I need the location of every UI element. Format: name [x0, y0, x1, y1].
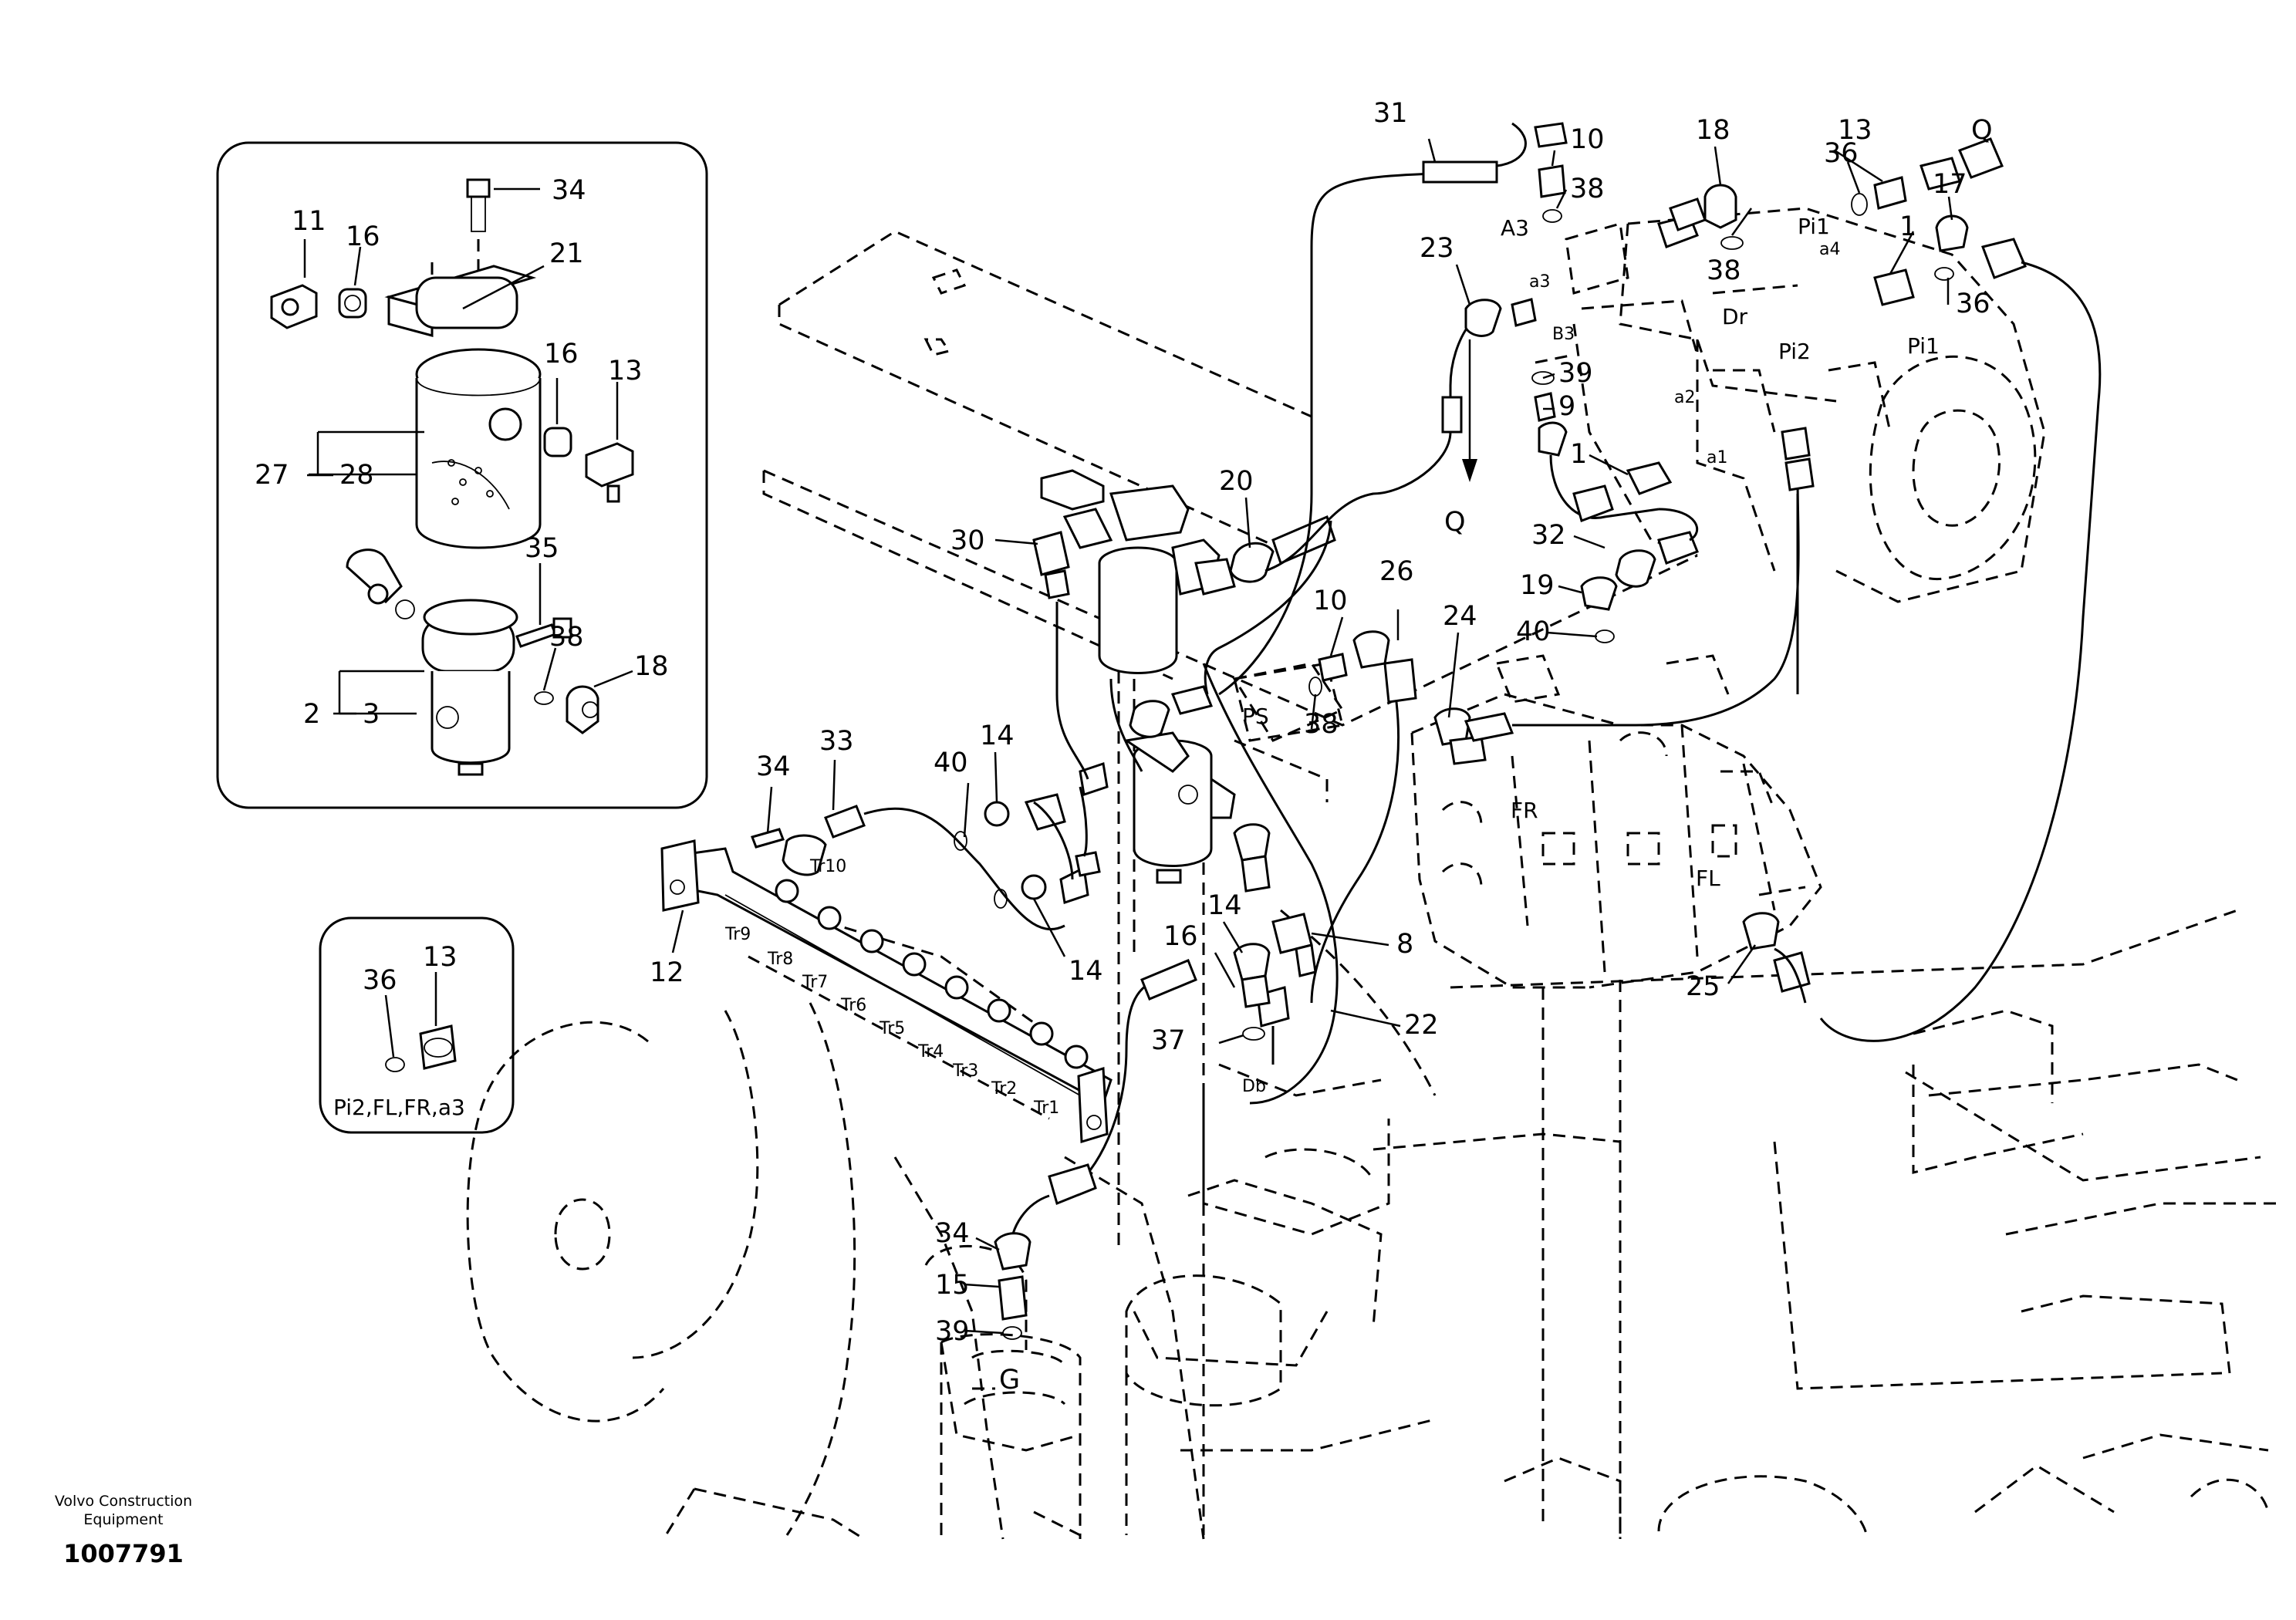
callout-25: 25 [1686, 971, 1720, 1002]
callout-10-mid: 10 [1313, 586, 1348, 616]
callout-8: 13 [608, 356, 643, 386]
drawing-number: 1007791 [63, 1539, 184, 1568]
callout-5: 12 [650, 957, 684, 988]
callout-38-top: 38 [1570, 174, 1605, 204]
callout-23: 23 [1420, 233, 1454, 264]
callout-37: 37 [1151, 1025, 1186, 1056]
brand-line-2: Equipment [83, 1511, 163, 1528]
port-tr10: Tr10 [809, 857, 846, 876]
callout-16-right: 16 [544, 339, 579, 370]
inset-applicability-note: Pi2,FL,FR,a3 [333, 1095, 465, 1120]
callout-11: 8 [1396, 929, 1413, 960]
callout-34-manifold: 34 [756, 751, 791, 782]
callout-29: 31 [1373, 98, 1408, 129]
callout-15: 15 [935, 1270, 970, 1301]
line-filter-assembly [954, 469, 1344, 909]
callout-3: 3 [363, 699, 380, 730]
port-tr4: Tr4 [917, 1042, 944, 1061]
callout-40-left: 40 [934, 748, 968, 778]
callout-36-right: 36 [1956, 289, 1990, 319]
port-dr: Dr [1722, 304, 1748, 329]
callout-1-right: 1 [1899, 211, 1916, 242]
callout-26: 26 [1379, 556, 1414, 587]
port-q-top: Q [1971, 115, 1993, 146]
callout-40-right: 40 [1516, 616, 1551, 647]
machine-frame-outline [466, 230, 2276, 1541]
callout-36-inset: 36 [363, 965, 397, 996]
port-a3-upper: A3 [1501, 215, 1529, 241]
callout-10-top: 10 [1570, 124, 1605, 155]
callout-7: 11 [292, 206, 326, 237]
pilot-manifold-part-5 [660, 805, 1113, 1143]
port-tr2: Tr2 [991, 1079, 1017, 1099]
callout-9: 13 [423, 942, 458, 973]
leader-lines [671, 138, 1953, 1335]
port-pi2: Pi2 [1778, 339, 1811, 364]
callout-2: 2 [303, 699, 320, 730]
callout-38-inset: 38 [549, 622, 584, 653]
callout-39-bottom: 39 [935, 1316, 970, 1347]
port-tr3: Tr3 [952, 1061, 978, 1081]
callout-38-ps: 38 [1304, 709, 1339, 740]
port-tr5: Tr5 [879, 1019, 905, 1038]
port-a3: a3 [1529, 272, 1550, 292]
filter-detail-inset [216, 141, 708, 809]
port-g: G [999, 1365, 1020, 1396]
callout-16-left: 16 [346, 221, 380, 252]
callout-1-left: 1 [1570, 439, 1587, 470]
control-valve-outline [1232, 654, 2054, 1103]
main-pump-outline [1535, 207, 2046, 603]
callout-30: 34 [935, 1218, 970, 1249]
port-tr1: Tr1 [1033, 1099, 1059, 1118]
inset-label-dashes [307, 474, 356, 715]
port-pi1-right: Pi1 [1907, 333, 1940, 359]
callout-13: 16 [1163, 921, 1198, 952]
port-fl: FL [1696, 866, 1720, 891]
callout-4: 13 [1838, 115, 1872, 146]
callout-numbers: 31 10 38 18 36 13 17 1 38 36 23 39 9 1 3… [255, 98, 1990, 1347]
port-tr7: Tr7 [802, 973, 828, 992]
callout-21: 21 [549, 238, 584, 269]
port-tr6: Tr6 [840, 996, 866, 1015]
callout-35: 35 [525, 533, 559, 564]
callout-18-top: 18 [1696, 115, 1730, 146]
callout-20: 20 [1219, 466, 1254, 497]
port-labels: Q Q A3 a3 B3 a2 a1 Pi1 Pi1 a4 Dr Pi2 PS … [724, 115, 1993, 1396]
callout-32: 32 [1531, 520, 1566, 551]
callout-14-top: 14 [980, 721, 1015, 751]
brand-line-1: Volvo Construction [55, 1493, 192, 1510]
callout-31: 30 [950, 525, 985, 556]
port-b3: B3 [1552, 325, 1575, 344]
port-a2: a2 [1674, 388, 1695, 407]
callout-27: 27 [255, 460, 289, 491]
manifold-port-fittings [775, 879, 1089, 1069]
port-db: Db [1242, 1077, 1266, 1096]
fitting-detail-inset [319, 916, 515, 1134]
callout-34-inset: 34 [552, 175, 586, 206]
port-fr: FR [1511, 798, 1538, 823]
port-a1: a1 [1707, 448, 1727, 467]
callout-28: 28 [339, 460, 374, 491]
callout-38-mid: 38 [1707, 255, 1741, 286]
port-tr9: Tr9 [724, 925, 751, 944]
callout-39-top: 39 [1558, 358, 1593, 389]
callout-6: 14 [1207, 890, 1242, 921]
callout-19: 19 [1520, 570, 1555, 601]
port-pi1-top: Pi1 [1798, 214, 1830, 239]
swivel-joint-outline [940, 1063, 1390, 1539]
callout-14-bottom: 14 [1069, 956, 1103, 987]
callout-36-top: 36 [1824, 138, 1859, 169]
port-q-arrow: Q [1444, 507, 1466, 538]
callout-22: 22 [1404, 1010, 1439, 1041]
pilot-hoses [863, 122, 2102, 1340]
callout-17: 17 [1933, 169, 1967, 200]
callout-18-inset: 18 [634, 651, 669, 682]
callout-24: 24 [1443, 601, 1477, 632]
port-a4: a4 [1819, 240, 1840, 259]
port-tr8: Tr8 [767, 950, 793, 969]
callout-12: 9 [1558, 391, 1575, 422]
port-ps: PS [1242, 704, 1269, 729]
callout-33: 33 [819, 726, 854, 757]
